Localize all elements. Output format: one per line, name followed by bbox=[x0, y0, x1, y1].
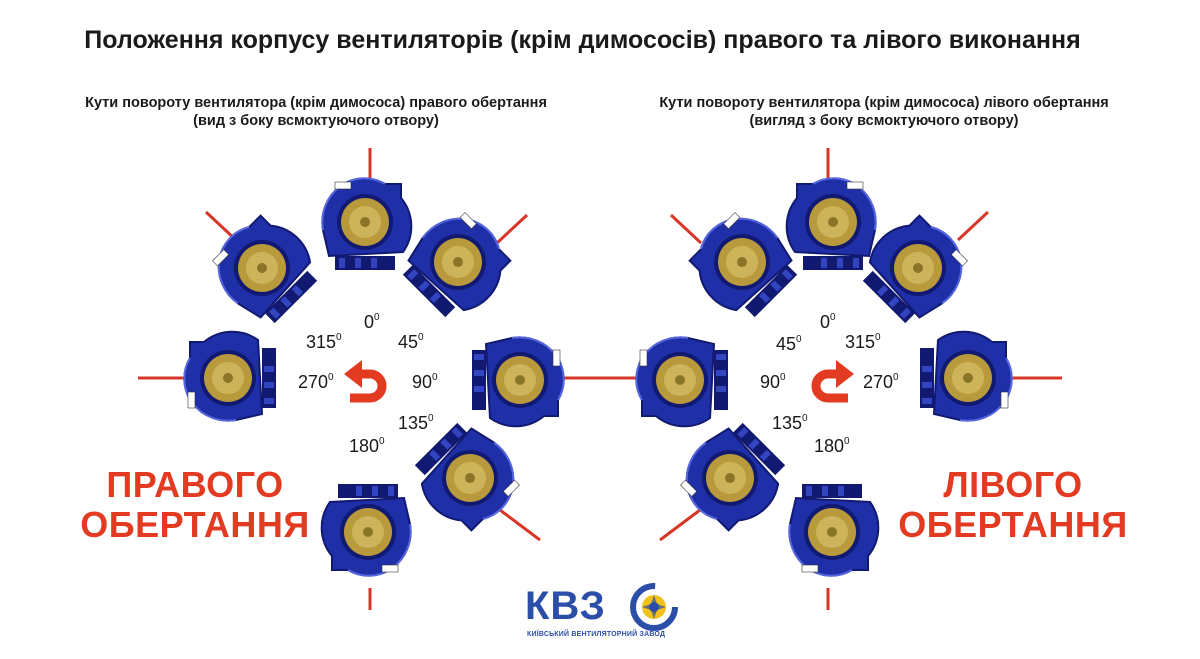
fan-housing-icon bbox=[680, 422, 786, 532]
right-rotation-label-line2: ОБЕРТАННЯ bbox=[80, 504, 310, 545]
rotation-arrow-icon bbox=[811, 360, 854, 403]
degree-sign: 0 bbox=[844, 436, 850, 447]
right-rotation-heading: Кути повороту вентилятора (крім димососа… bbox=[16, 94, 616, 130]
logo-subtext: КИЇВСЬКИЙ ВЕНТИЛЯТОРНИЙ ЗАВОД bbox=[527, 631, 666, 638]
company-logo: КВЗ КИЇВСЬКИЙ ВЕНТИЛЯТОРНИЙ ЗАВОД bbox=[525, 578, 685, 648]
fan-housing-icon bbox=[212, 214, 318, 324]
right-rotation-label: ПРАВОГО ОБЕРТАННЯ bbox=[80, 465, 310, 545]
logo-impeller-icon bbox=[630, 583, 678, 631]
angle-label: 1350 bbox=[772, 413, 808, 433]
degree-sign: 0 bbox=[796, 334, 802, 345]
angle-label: 1800 bbox=[814, 436, 850, 456]
degree-sign: 0 bbox=[336, 332, 342, 343]
degree-sign: 0 bbox=[893, 372, 899, 383]
fan-housing-icon bbox=[414, 422, 520, 532]
axis-line bbox=[659, 508, 701, 542]
right-rotation-heading-line2: (вид з боку всмоктуючого отвору) bbox=[193, 113, 439, 129]
rotation-arrow-icon bbox=[344, 360, 387, 403]
fan-housing-icon bbox=[402, 212, 512, 318]
fan-housing-icon bbox=[920, 330, 1013, 422]
angle-label: 00 bbox=[820, 312, 836, 332]
right-rotation-label-line1: ПРАВОГО bbox=[106, 464, 284, 505]
degree-sign: 0 bbox=[418, 332, 424, 343]
degree-sign: 0 bbox=[780, 372, 786, 383]
degree-sign: 0 bbox=[374, 312, 380, 323]
left-rotation-heading: Кути повороту вентилятора (крім димососа… bbox=[584, 94, 1184, 130]
left-rotation-label: ЛІВОГО ОБЕРТАННЯ bbox=[898, 465, 1128, 545]
angle-label: 1800 bbox=[349, 436, 385, 456]
degree-sign: 0 bbox=[432, 372, 438, 383]
fan-housing-icon bbox=[321, 177, 413, 270]
degree-sign: 0 bbox=[428, 413, 434, 424]
rotation-arrows bbox=[344, 360, 854, 403]
degree-sign: 0 bbox=[875, 332, 881, 343]
axis-line bbox=[956, 210, 990, 242]
left-rotation-heading-line2: (вигляд з боку всмоктуючого отвору) bbox=[749, 113, 1019, 129]
angle-label: 3150 bbox=[306, 332, 342, 352]
fan-housing-icon bbox=[183, 330, 276, 422]
fan-housing-icon bbox=[472, 336, 565, 428]
fan-housing-icon bbox=[688, 212, 798, 318]
angle-labels: 0045090013501800270031500045090013501800… bbox=[298, 312, 899, 456]
fan-housing-icon bbox=[320, 484, 412, 577]
fan-housing-icon bbox=[788, 484, 880, 577]
angle-label: 1350 bbox=[398, 413, 434, 433]
degree-sign: 0 bbox=[830, 312, 836, 323]
left-rotation-heading-line1: Кути повороту вентилятора (крім димососа… bbox=[659, 95, 1109, 111]
axis-line bbox=[204, 210, 238, 242]
left-rotation-label-line2: ОБЕРТАННЯ bbox=[898, 504, 1128, 545]
degree-sign: 0 bbox=[379, 436, 385, 447]
fan-housing-icon bbox=[635, 336, 728, 428]
axis-line bbox=[495, 213, 529, 245]
degree-sign: 0 bbox=[802, 413, 808, 424]
degree-sign: 0 bbox=[328, 372, 334, 383]
angle-label: 3150 bbox=[845, 332, 881, 352]
angle-label: 450 bbox=[776, 334, 802, 354]
logo-text: КВЗ bbox=[525, 584, 606, 628]
page-title: Положення корпусу вентиляторів (крім дим… bbox=[84, 26, 1081, 54]
fan-housings bbox=[183, 177, 1013, 577]
fan-housing-icon bbox=[862, 214, 968, 324]
axis-line bbox=[669, 213, 703, 245]
angle-label: 2700 bbox=[298, 372, 334, 392]
axis-line bbox=[499, 508, 541, 542]
angle-label: 450 bbox=[398, 332, 424, 352]
angle-label: 2700 bbox=[863, 372, 899, 392]
left-rotation-label-line1: ЛІВОГО bbox=[943, 464, 1083, 505]
angle-label: 900 bbox=[412, 372, 438, 392]
angle-label: 00 bbox=[364, 312, 380, 332]
angle-label: 900 bbox=[760, 372, 786, 392]
right-rotation-heading-line1: Кути повороту вентилятора (крім димососа… bbox=[85, 95, 547, 111]
fan-housing-icon bbox=[785, 177, 877, 270]
